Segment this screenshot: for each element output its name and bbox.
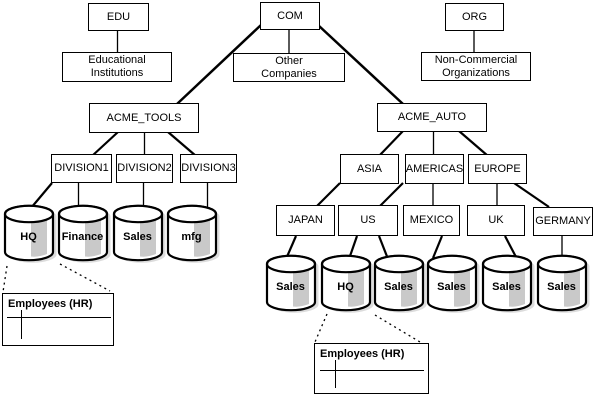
database-label: Sales [437,281,466,293]
domain-node-edu: EDU [88,3,149,31]
table-callout-tools-hq: Employees (HR) [2,293,114,346]
database-mexico-sales: Sales [426,254,482,314]
database-label: Sales [547,281,576,293]
callout-title: Employees (HR) [320,348,405,360]
country-node-japan: JAPAN [276,205,335,236]
database-label: mfg [181,231,202,243]
division-node-division3: DIVISION3 [180,154,237,183]
table-schema-lines [335,360,337,388]
domain-description-edu: Educational Institutions [62,52,172,82]
database-label: Sales [276,281,305,293]
database-uk-sales: Sales [481,254,537,314]
org-node-acme-auto: ACME_AUTO [377,103,487,132]
database-us-hq: HQ [320,254,376,314]
database-label: Sales [492,281,521,293]
region-node-asia: ASIA [340,154,399,184]
country-node-mexico: MEXICO [403,205,460,236]
database-tools-finance: Finance [57,204,113,264]
domain-node-com: COM [260,2,320,30]
database-japan-sales: Sales [265,254,321,314]
database-us-sales: Sales [373,254,429,314]
org-node-acme-tools: ACME_TOOLS [89,103,199,133]
database-germany-sales: Sales [536,254,592,314]
table-schema-lines [7,317,111,319]
database-label: Sales [384,281,413,293]
callout-title: Employees (HR) [8,298,93,310]
region-node-americas: AMERICAS [405,154,464,184]
database-label: Sales [123,231,152,243]
database-label: Finance [61,231,104,243]
table-callout-auto-hq: Employees (HR) [314,343,429,394]
country-node-uk: UK [467,205,525,236]
domain-description-org: Non-Commercial Organizations [421,52,531,81]
database-tools-sales: Sales [112,204,168,264]
domain-description-com: Other Companies [233,53,345,82]
country-node-us: US [338,205,398,236]
database-tools-mfg: mfg [166,204,222,264]
division-node-division2: DIVISION2 [116,154,173,183]
database-label: HQ [337,281,354,293]
table-schema-lines [320,369,424,371]
region-node-europe: EUROPE [468,154,527,184]
database-label: HQ [20,231,37,243]
domain-node-org: ORG [445,3,504,31]
country-node-germany: GERMANY [533,207,593,236]
database-tools-hq: HQ [3,204,59,264]
division-node-division1: DIVISION1 [51,154,112,183]
table-schema-lines [20,309,22,339]
